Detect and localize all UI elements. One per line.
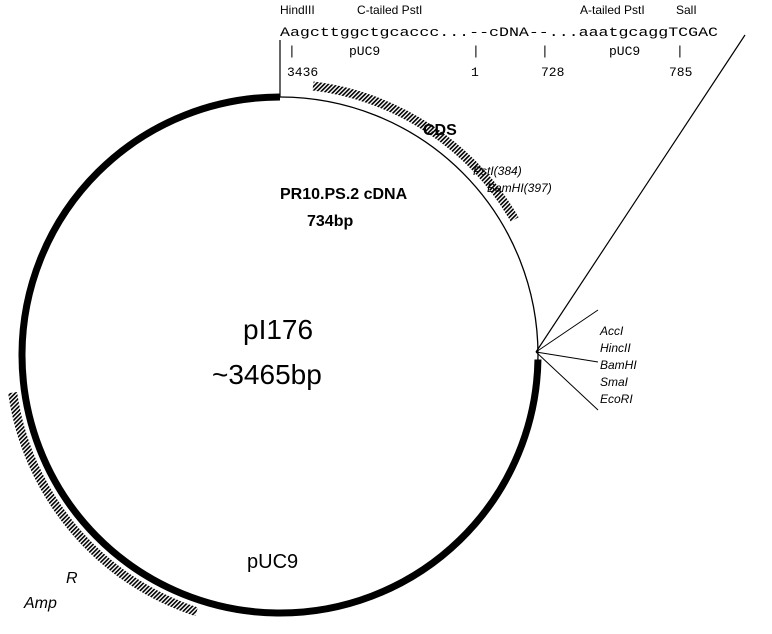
mcs-fan-line-3	[535, 351, 599, 411]
mcs-site-list: AccI HincII BamHI SmaI EcoRI	[599, 324, 637, 406]
mcs-site-bamhi: BamHI	[600, 358, 637, 372]
amp-resistance-label: Amp	[23, 595, 57, 612]
junction-position-1: 1	[471, 65, 479, 80]
plasmid-name: pI176	[243, 314, 313, 345]
backbone-arc	[18, 93, 542, 617]
enzyme-label-c-tailed-psti: C-tailed PstI	[357, 3, 422, 17]
cds-feature-arrow	[312, 81, 519, 222]
mcs-site-ecori: EcoRI	[600, 392, 633, 406]
insert-name: PR10.PS.2 cDNA	[280, 186, 408, 203]
mcs-fan-line-1	[535, 309, 599, 353]
insert-site-bamhi: BamHI(397)	[487, 181, 552, 195]
junction-tick-3: |	[541, 44, 549, 59]
amp-resistance-superscript: R	[66, 570, 78, 587]
junction-position-3436: 3436	[287, 65, 318, 80]
junction-tick-1: |	[288, 44, 296, 59]
junction-sequence: Aagcttggctgcaccc...--cDNA--...aaatgcaggT…	[280, 25, 718, 40]
cds-label: CDS	[423, 122, 457, 139]
junction-region-pUC9-right: pUC9	[609, 44, 640, 59]
mcs-fan-line-2	[535, 351, 599, 363]
junction-tick-2: |	[472, 44, 480, 59]
insert-site-psti: PstI(384)	[473, 164, 522, 178]
mcs-site-hincii: HincII	[600, 341, 631, 355]
insert-end-callout-line	[535, 34, 746, 353]
enzyme-label-sali: SalI	[676, 3, 697, 17]
mcs-site-smai: SmaI	[600, 375, 629, 389]
insert-size: 734bp	[307, 213, 353, 230]
junction-position-785: 785	[669, 65, 692, 80]
enzyme-label-a-tailed-psti: A-tailed PstI	[580, 3, 645, 17]
mcs-site-acci: AccI	[599, 324, 624, 338]
junction-header: HindIII C-tailed PstI A-tailed PstI SalI…	[280, 3, 718, 80]
junction-tick-4: |	[676, 44, 684, 59]
junction-region-pUC9-left: pUC9	[349, 44, 380, 59]
enzyme-label-hindiii: HindIII	[280, 3, 315, 17]
backbone-label: pUC9	[247, 551, 298, 573]
junction-position-728: 728	[541, 65, 564, 80]
amp-feature-arrow	[8, 391, 198, 617]
plasmid-size: ~3465bp	[212, 359, 322, 390]
